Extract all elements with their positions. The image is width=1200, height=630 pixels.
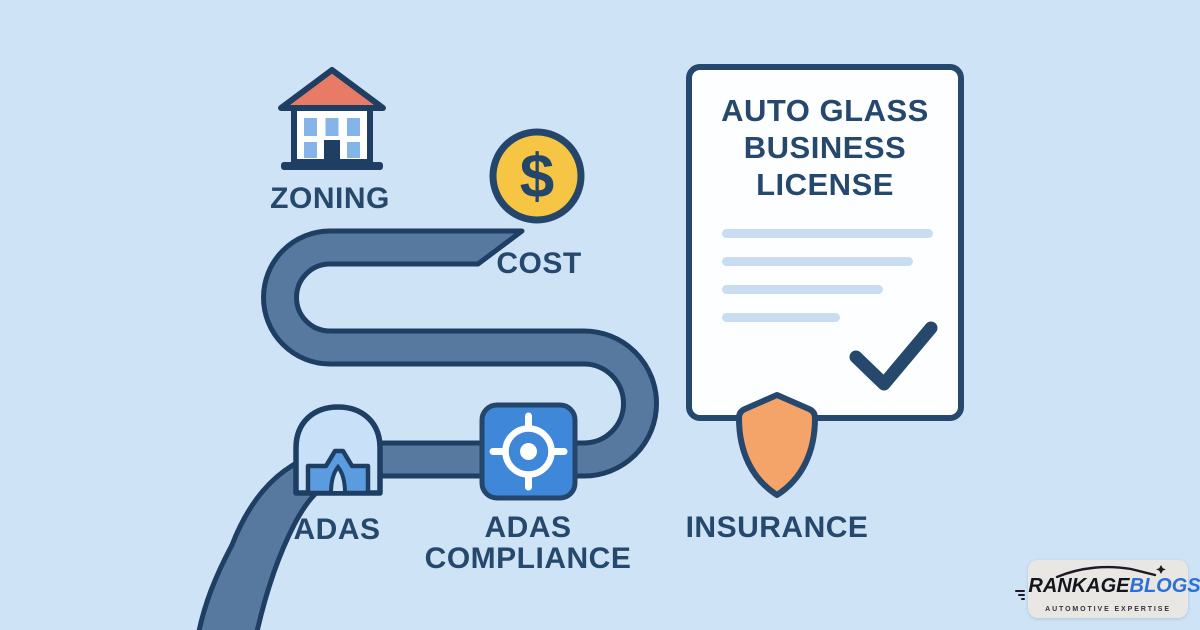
license-title-line2: BUSINESS [743, 130, 907, 165]
door-arch [328, 463, 348, 495]
brand-name-primary: RANKAGE [1028, 575, 1130, 597]
document-text-line [722, 229, 933, 238]
building-roof [278, 67, 386, 111]
door [324, 140, 340, 162]
window [304, 118, 317, 136]
building-icon [278, 67, 386, 170]
speed-lines-icon [1015, 590, 1026, 600]
license-document [686, 64, 964, 421]
crosshair-dot [520, 443, 537, 460]
window [347, 142, 360, 158]
car-logo-icon [1043, 565, 1173, 579]
dollar-coin-icon: $ [489, 128, 585, 224]
insurance-label: INSURANCE [685, 511, 869, 544]
sparkle-icon [1156, 565, 1166, 574]
document-sheet [686, 64, 964, 421]
license-title-line1: AUTO GLASS [721, 93, 929, 128]
garage-dome-icon [293, 404, 383, 496]
building-base [281, 162, 383, 170]
brand-name-secondary: BLOGS [1129, 575, 1200, 597]
license-title: AUTO GLASS BUSINESS LICENSE [686, 92, 964, 203]
coin-circle [489, 128, 585, 224]
cost-label: COST [496, 247, 582, 280]
shield-icon [736, 392, 818, 498]
car-roofline [1055, 565, 1157, 579]
document-text-line [722, 285, 883, 294]
crosshair-target-icon [479, 402, 578, 501]
document-text-line [722, 257, 913, 266]
checkmark-icon [849, 321, 938, 391]
adas-compliance-label: ADAS COMPLIANCE [425, 512, 632, 574]
adas-compliance-label-line1: ADAS [484, 511, 572, 544]
license-title-line3: LICENSE [756, 167, 894, 202]
window [325, 118, 339, 136]
zoning-label: ZONING [270, 182, 390, 215]
winding-road [196, 228, 659, 630]
dollar-symbol: $ [520, 143, 554, 212]
document-text-line [722, 313, 840, 322]
brand-tagline: AUTOMOTIVE EXPERTISE [1045, 606, 1171, 613]
adas-compliance-label-line2: COMPLIANCE [424, 542, 632, 575]
crosshair-ticks [489, 412, 568, 491]
adas-label: ADAS [293, 513, 381, 546]
window [347, 118, 360, 136]
window [304, 142, 317, 158]
